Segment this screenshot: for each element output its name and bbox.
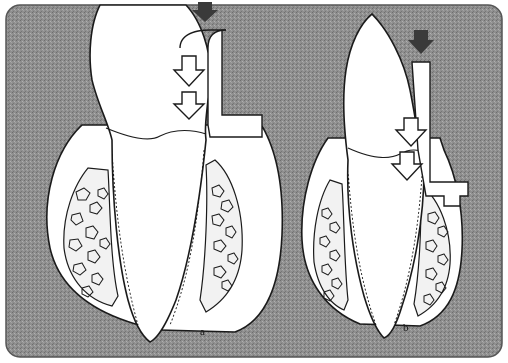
panel-label-b: b: [403, 322, 409, 334]
panel-label-a: a: [200, 326, 205, 338]
